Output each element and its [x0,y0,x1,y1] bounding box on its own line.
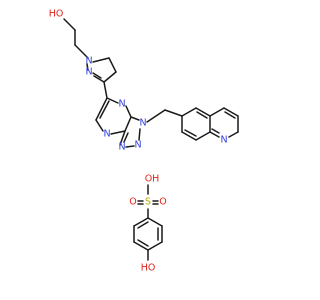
bond [147,241,163,251]
atom-label-n-triazole-1: N [139,118,146,129]
atom-label-n-triazole-3: N [118,142,125,153]
bond [95,97,108,121]
bond [181,131,197,141]
atom-label-phenol-ho: HO [141,263,156,274]
bond [146,109,166,123]
bond [124,116,132,132]
bond [106,97,119,104]
atom-label-n-pyrazine-top: N [118,99,125,110]
bond [228,131,239,138]
bond [130,116,140,121]
bond [119,130,126,146]
atom-label-n-quinoline: N [220,135,227,146]
atom-label-n-pyrazine-left: N [103,129,110,140]
atom-label-sulfonyl-o-left: O [129,197,136,208]
bond [137,221,149,229]
bond [86,63,89,71]
atom-label-n-pyrazole-1: N [85,56,92,67]
molecule-drawing: HO N N N N N N N N OH O S O HO [49,9,239,274]
bonds-main-molecule [63,18,239,148]
atom-label-n-triazole-2: N [134,140,141,151]
bond [92,72,102,79]
atom-label-sulfonyl-o-right: O [159,197,166,208]
bond [195,107,211,117]
bond [164,109,183,117]
atom-label-ho-top: HO [49,9,64,20]
bond [125,145,135,148]
bond [196,111,208,119]
structure-canvas: HO N N N N N N N N OH O S O HO [49,9,239,274]
atom-label-n-pyrazole-2: N [85,67,92,78]
bond [99,100,110,119]
bond [137,239,149,247]
bond [125,105,132,118]
bonds-sulfonic-acid [133,184,163,261]
bond [195,131,211,141]
bond [63,18,76,31]
atom-label-sulfonyl-s: S [145,197,151,208]
atom-label-sulfonyl-oh: OH [145,174,160,185]
bond [209,131,220,138]
bond [92,57,110,63]
bond [74,44,89,59]
bond [108,57,117,73]
bond [110,130,126,135]
bond [184,129,197,137]
bond [95,119,104,132]
bond [133,217,149,227]
bond [138,128,141,141]
bond [133,241,149,251]
atom-labels: HO N N N N N N N N OH O S O HO [49,9,228,274]
bond [211,128,220,134]
bond [103,71,117,83]
bond [103,81,108,99]
bond [181,107,197,117]
bond [93,75,105,83]
bond [147,217,163,227]
bond [223,107,239,117]
bond [123,132,129,143]
bond [209,107,225,117]
bond [224,111,236,119]
